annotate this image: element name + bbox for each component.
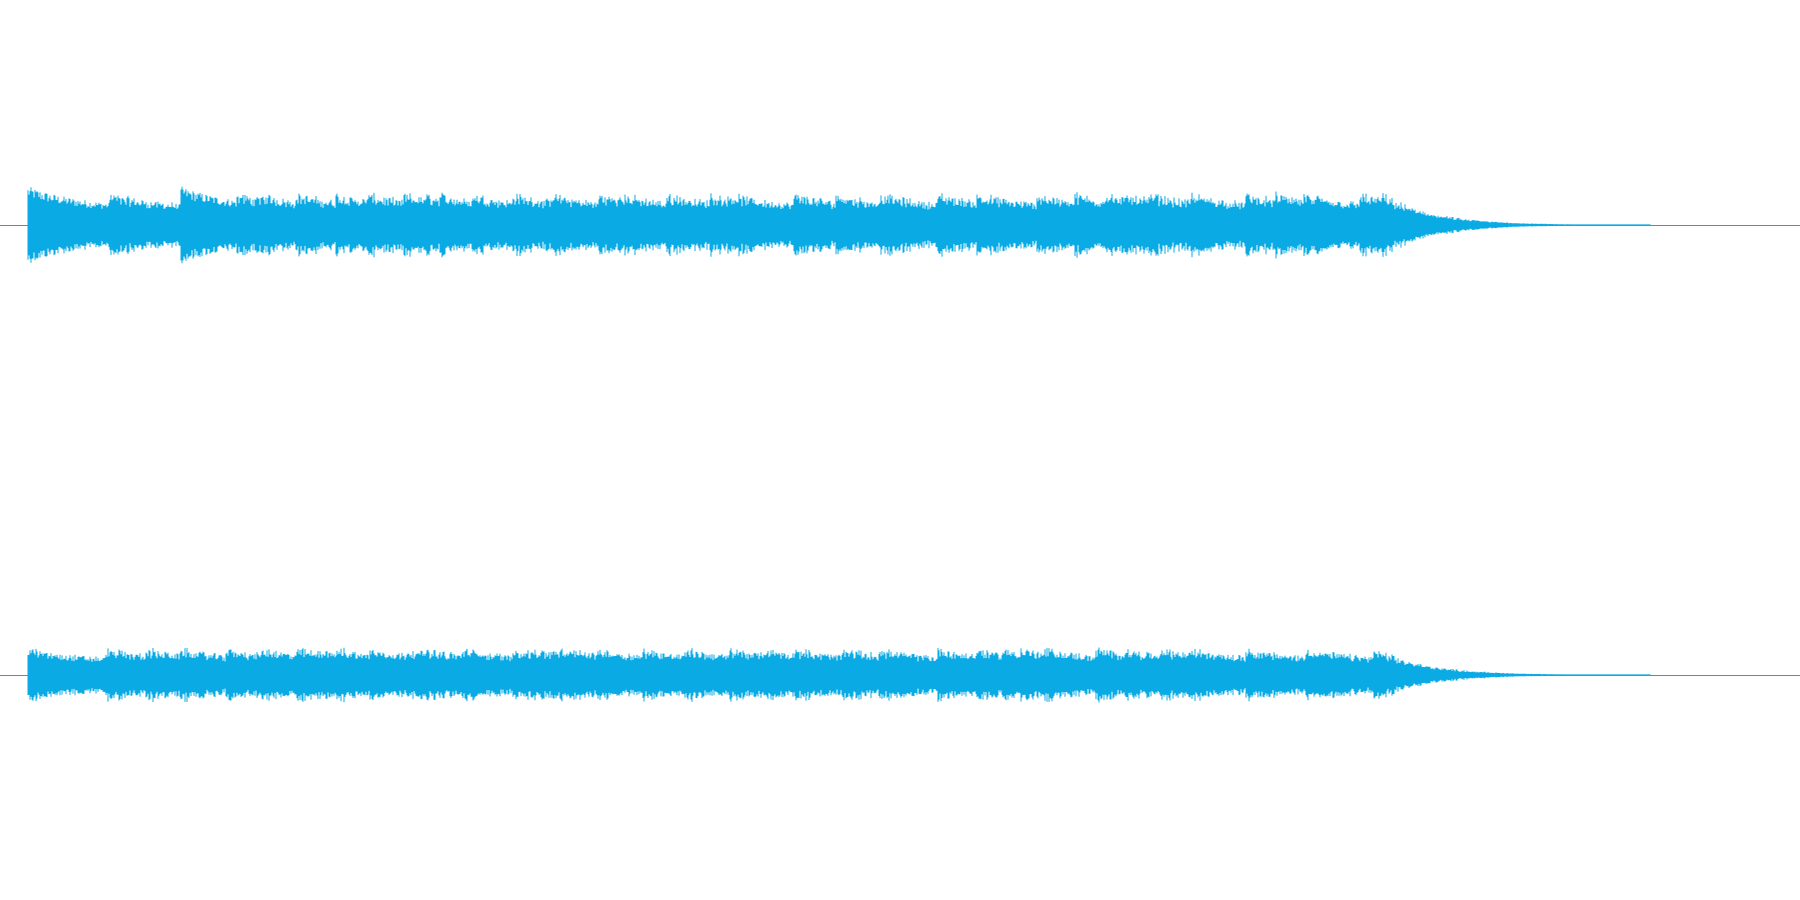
channel-top-waveform: [27, 186, 1651, 264]
channel-top: [0, 186, 1800, 264]
channel-bottom-waveform: [27, 647, 1651, 703]
channel-bottom: [0, 647, 1800, 703]
